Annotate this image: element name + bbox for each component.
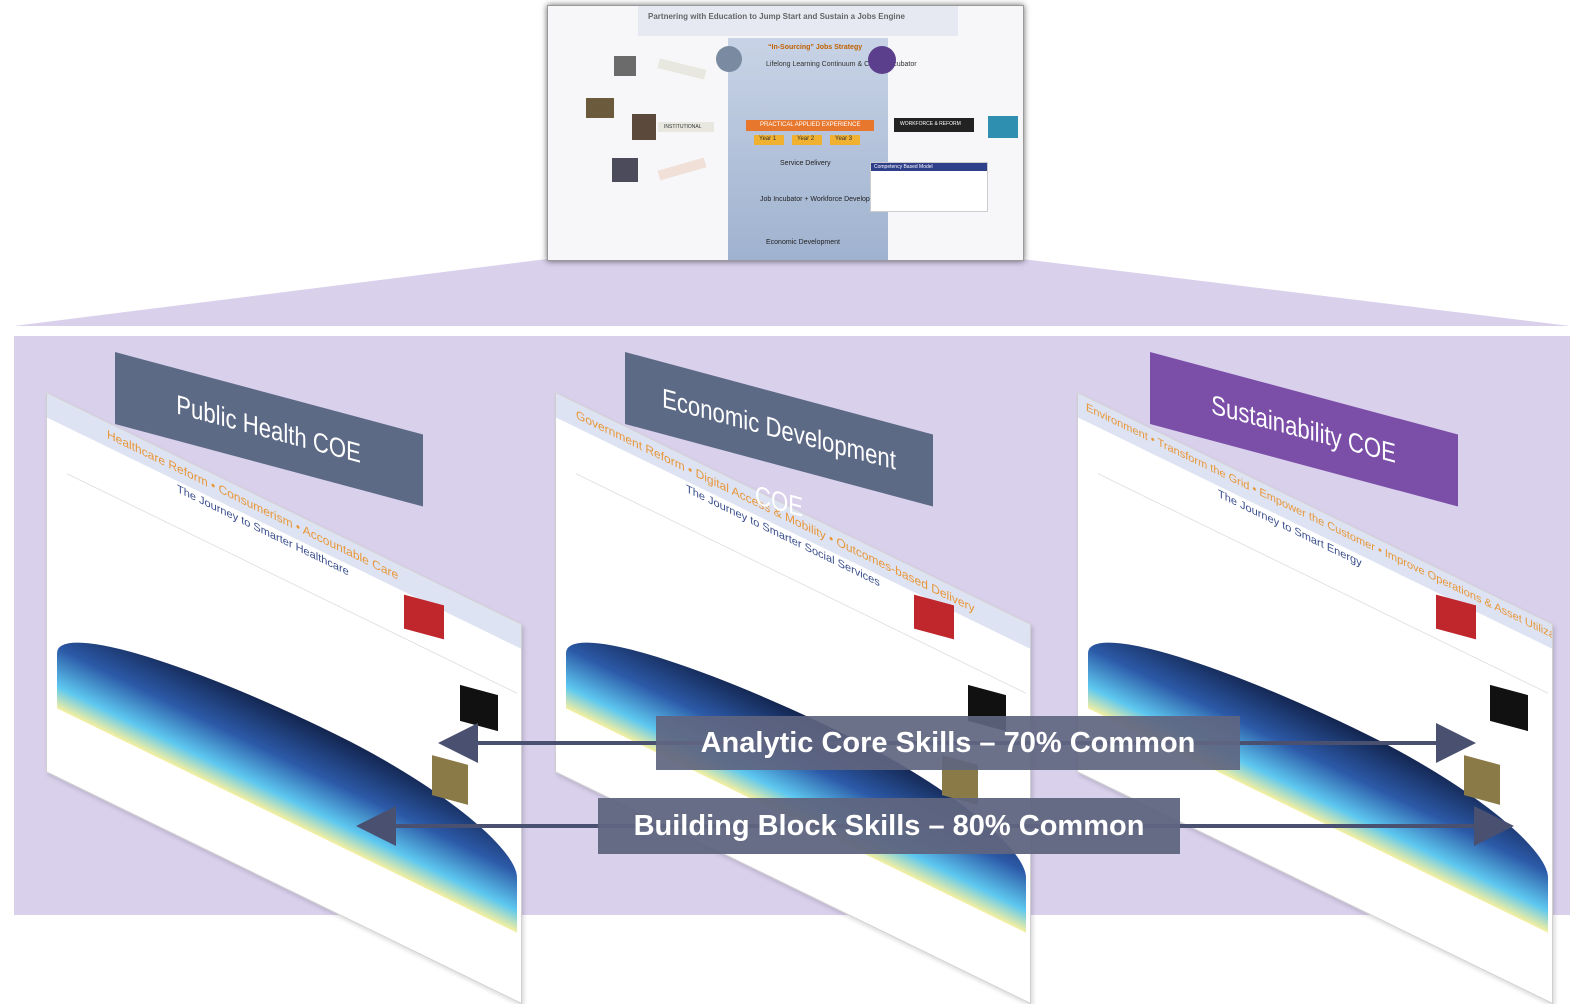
thumb-strategy: “In-Sourcing” Jobs Strategy xyxy=(768,44,863,51)
thumb-economic-development: Economic Development xyxy=(766,239,840,246)
thumb-photo-1 xyxy=(614,56,636,76)
thumb-job-incubator: Job Incubator + Workforce Development xyxy=(760,196,886,203)
jobs-engine-slide-thumbnail[interactable]: Partnering with Education to Jump Start … xyxy=(547,5,1024,261)
thumb-service-delivery: Service Delivery xyxy=(780,160,831,167)
thumb-institutional: INSTITUTIONAL xyxy=(664,124,702,130)
thumb-experience: PRACTICAL APPLIED EXPERIENCE xyxy=(760,122,861,128)
thumb-year-2: Year 2 xyxy=(797,136,815,142)
skill-arrows xyxy=(356,723,1514,846)
thumb-title: Partnering with Education to Jump Start … xyxy=(648,12,905,21)
thumb-badge xyxy=(868,46,896,74)
thumb-year-1: Year 1 xyxy=(759,136,777,142)
thumb-people-image xyxy=(988,116,1018,138)
analytic-core-skills-label: Analytic Core Skills – 70% Common xyxy=(656,716,1240,770)
thumb-competency: Competency Based Model xyxy=(871,163,987,171)
analytic-core-skills-text: Analytic Core Skills – 70% Common xyxy=(700,727,1196,759)
thumb-workforce: WORKFORCE & REFORM xyxy=(900,121,961,127)
thumb-photo-2 xyxy=(586,98,614,118)
thumb-competency-chart: Competency Based Model xyxy=(870,162,988,212)
thumb-continuum: Lifelong Learning Continuum & Career Inc… xyxy=(766,61,917,68)
thumb-photo-3 xyxy=(632,114,656,140)
building-block-skills-text: Building Block Skills – 80% Common xyxy=(633,810,1145,842)
thumb-globe-image xyxy=(716,46,742,72)
building-block-skills-label: Building Block Skills – 80% Common xyxy=(598,798,1180,854)
thumb-building-image xyxy=(728,38,888,260)
funnel-connector xyxy=(14,259,1570,326)
thumb-year-3: Year 3 xyxy=(835,136,853,142)
thumb-photo-4 xyxy=(612,158,638,182)
